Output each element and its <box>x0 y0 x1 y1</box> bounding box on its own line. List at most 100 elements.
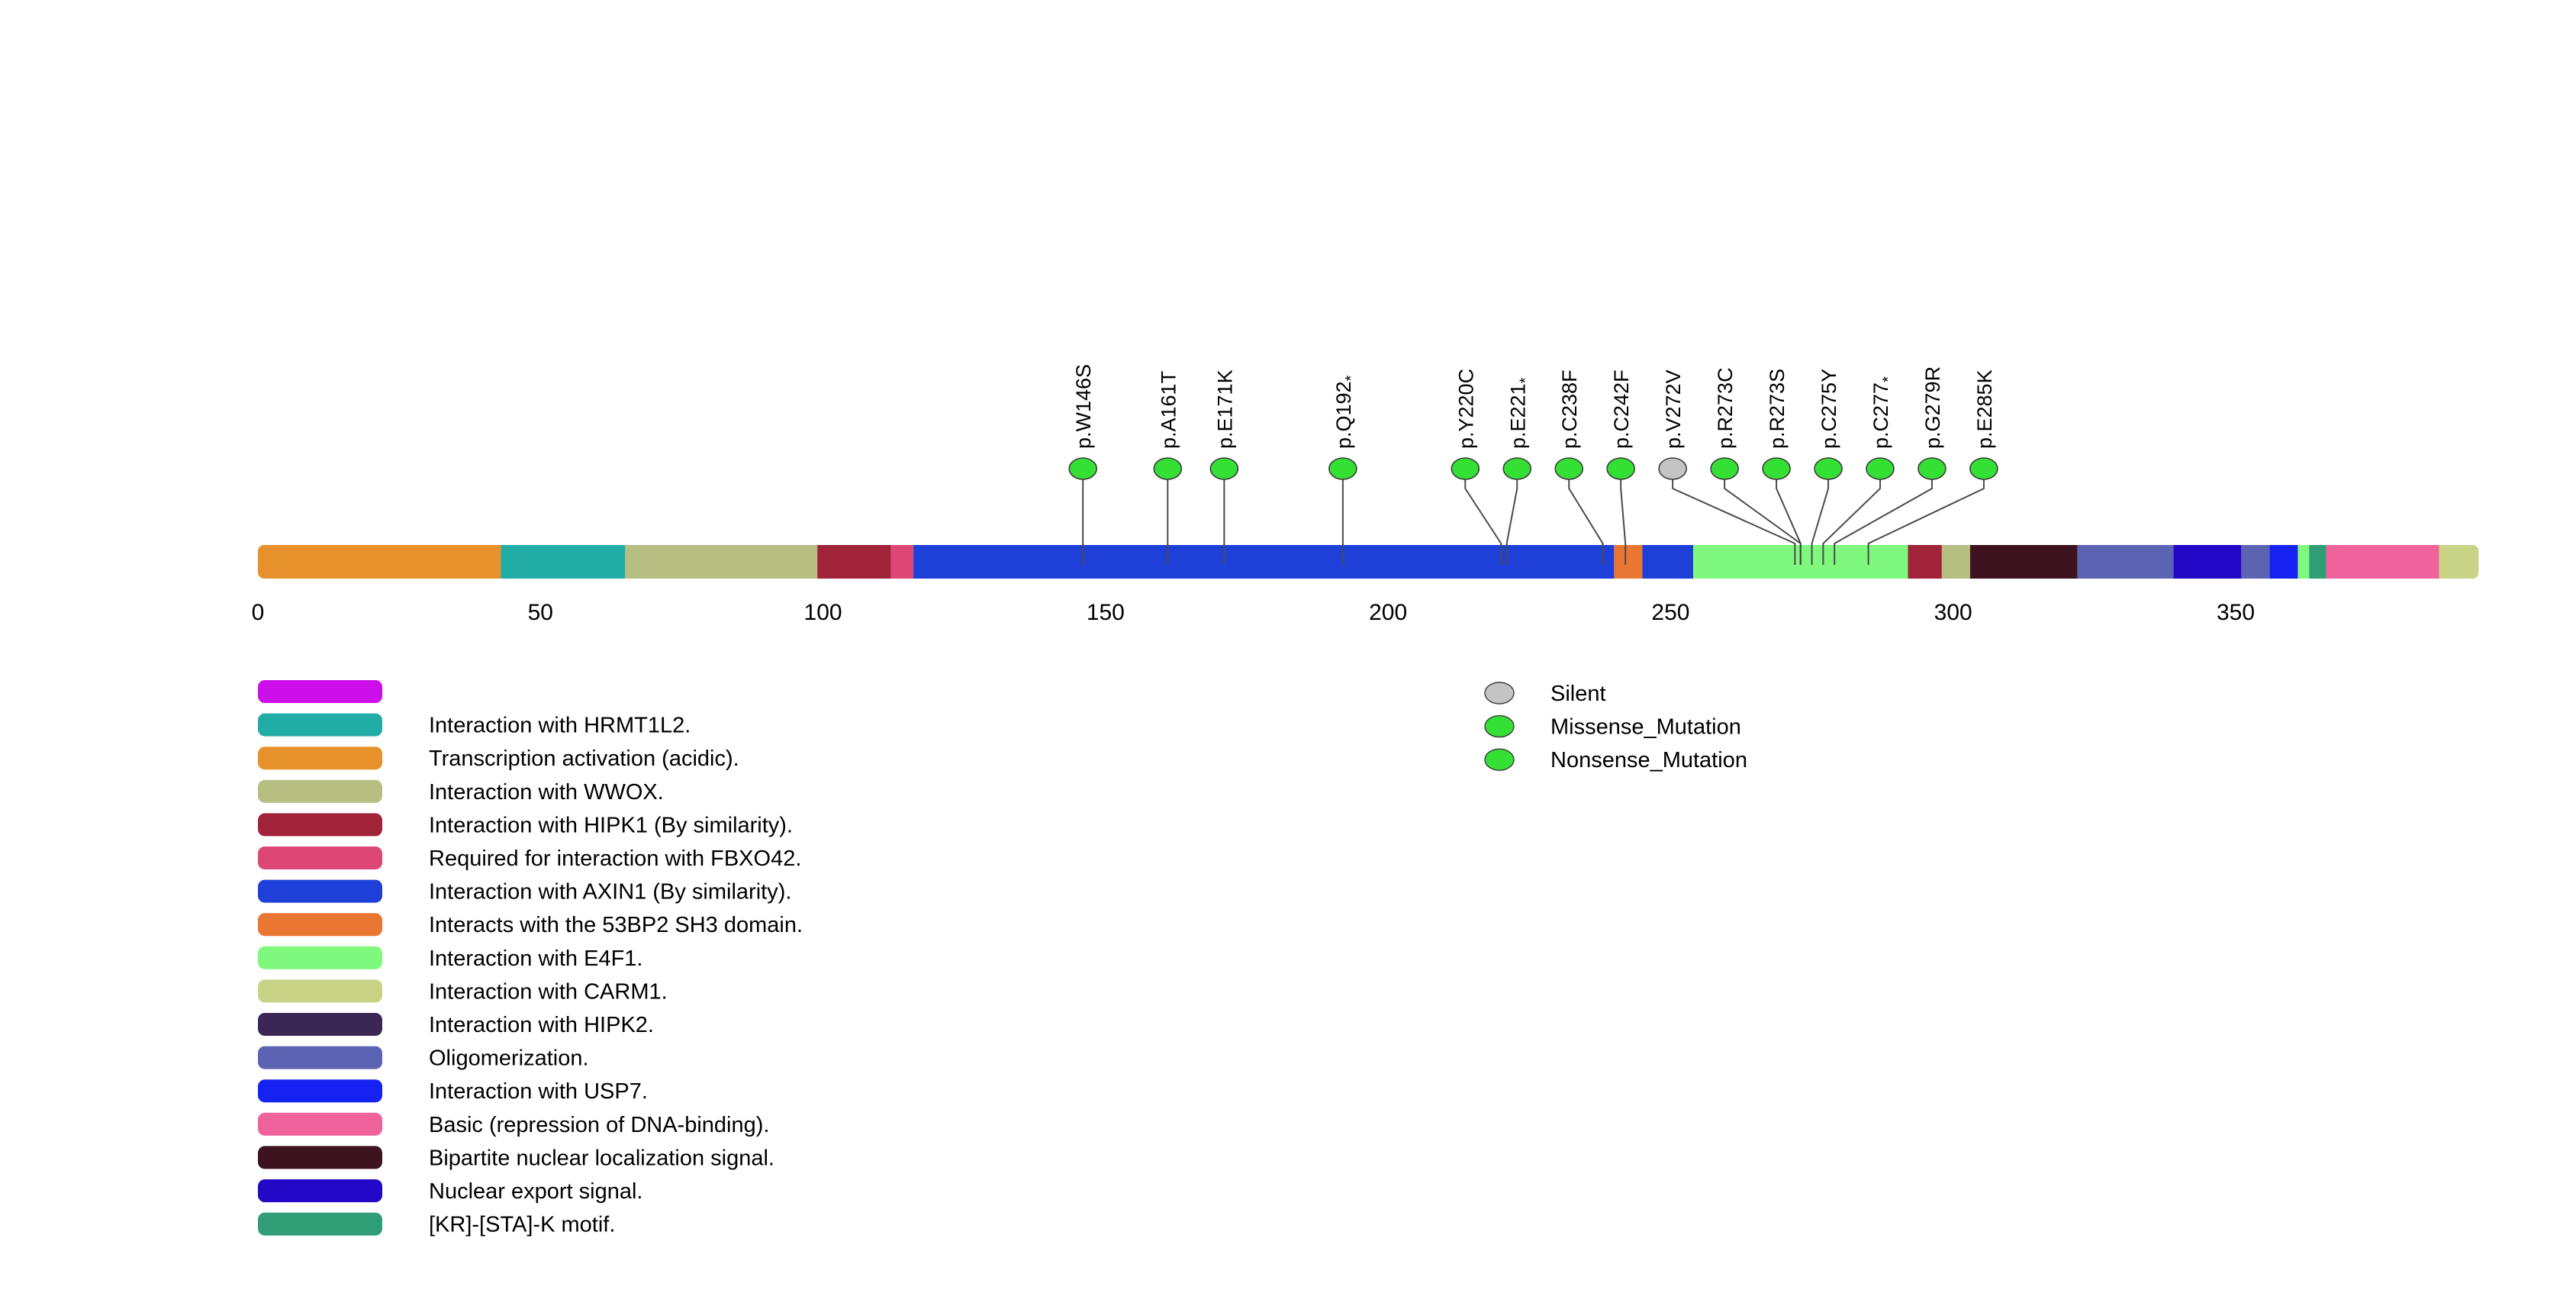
axis-tick-label: 100 <box>804 600 842 625</box>
domain-segment <box>913 545 1615 579</box>
mutation-lollipop <box>1969 457 1998 480</box>
mutation-lollipop <box>1606 457 1635 480</box>
mutation-label: p.R273S <box>1766 369 1789 449</box>
domain-legend-label: Interaction with USP7. <box>429 1079 648 1104</box>
protein-domain-bar <box>258 545 2479 579</box>
mutation-lollipop <box>1762 457 1791 480</box>
axis-tick-label: 150 <box>1087 600 1125 625</box>
axis-tick-label: 300 <box>1934 600 1972 625</box>
mutation-label: p.C242F <box>1610 369 1633 449</box>
mutation-lollipop <box>1710 457 1739 480</box>
domain-segment <box>2309 545 2326 579</box>
domain-legend-label: Nuclear export signal. <box>429 1179 642 1204</box>
mutation-lollipop <box>1554 457 1584 480</box>
mutation-type-legend-label: Missense_Mutation <box>1550 715 1741 740</box>
domain-legend-label: Interaction with HRMT1L2. <box>429 714 691 738</box>
domain-legend-swatch <box>258 847 382 869</box>
mutation-type-legend-label: Nonsense_Mutation <box>1550 748 1747 772</box>
domain-legend-label: Required for interaction with FBXO42. <box>429 847 801 871</box>
domain-legend: Interaction with HRMT1L2. Transcription a… <box>258 680 803 1237</box>
mutation-lollipop <box>1502 457 1532 480</box>
domain-segment <box>2077 545 2174 579</box>
domain-legend-swatch <box>258 979 382 1003</box>
mutation-label: p.E285K <box>1973 369 1996 449</box>
domain-legend-swatch <box>258 1112 382 1136</box>
mutation-label: p.C238F <box>1558 369 1581 449</box>
lollipop-stem <box>1505 479 1518 565</box>
domain-segment <box>2439 545 2479 579</box>
mutation-lollipop <box>1068 457 1098 480</box>
domain-legend-swatch <box>258 1046 382 1069</box>
mutation-lollipop <box>1866 457 1895 480</box>
axis-tick-label: 0 <box>252 600 265 625</box>
domain-legend-swatch <box>258 1146 382 1169</box>
domain-legend-swatch <box>258 813 382 837</box>
mutation-type-legend-swatch <box>1484 714 1515 738</box>
mutation-label: p.R273C <box>1714 367 1737 449</box>
domain-segment <box>1614 545 1643 579</box>
lollipop-stems <box>1082 479 1985 565</box>
domain-legend-swatch <box>258 946 382 969</box>
domain-legend-label: Interaction with AXIN1 (By similarity). <box>429 880 791 905</box>
domain-legend-label: Transcription activation (acidic). <box>429 747 739 771</box>
lollipop-stem <box>1822 479 1882 565</box>
domain-legend-label: Bipartite nuclear localization signal. <box>429 1146 774 1170</box>
axis-tick-label: 50 <box>528 600 553 625</box>
mutation-label: p.Y220C <box>1454 369 1477 449</box>
mutation-label: p.C277* <box>1869 376 1897 449</box>
mutation-type-legend-swatch <box>1484 748 1515 771</box>
mutation-lollipop <box>1658 457 1687 480</box>
mutation-label: p.Q192* <box>1332 375 1360 449</box>
lollipop-stem <box>1867 479 1985 565</box>
domain-legend-swatch <box>258 713 382 737</box>
mutation-label: p.V272V <box>1662 369 1685 449</box>
mutation-lollipop <box>1918 457 1946 480</box>
domain-segment <box>890 545 914 579</box>
domain-segment <box>2173 545 2242 579</box>
domain-legend-label: Interaction with CARM1. <box>429 979 668 1004</box>
domain-legend-swatch <box>258 879 382 903</box>
mutation-lollipop <box>1814 457 1843 480</box>
domain-segment <box>817 545 891 579</box>
mutation-lollipop <box>1451 457 1480 480</box>
lollipop-stem <box>1620 479 1627 565</box>
mutation-type-legend-swatch <box>1484 682 1515 705</box>
domain-segment <box>2297 545 2310 579</box>
mutation-label: p.C275Y <box>1818 369 1840 449</box>
domain-segment <box>2269 545 2298 579</box>
domain-segment <box>1642 545 1694 579</box>
mutation-lollipop <box>1328 457 1357 480</box>
domain-legend-swatch <box>258 1179 382 1202</box>
domain-legend-swatch <box>258 680 382 703</box>
domain-legend-label: Interaction with WWOX. <box>429 780 664 805</box>
axis-tick-label: 200 <box>1369 600 1407 625</box>
mutation-label: p.E171K <box>1213 369 1236 449</box>
mutation-lollipop <box>1209 457 1239 480</box>
domain-legend-label: Oligomerization. <box>429 1047 589 1071</box>
mutation-label: p.E221* <box>1506 377 1534 449</box>
mutation-label: p.G279R <box>1921 366 1944 449</box>
domain-legend-label: Interaction with E4F1. <box>429 947 642 971</box>
lollipop-stem <box>1834 479 1933 565</box>
domain-legend-swatch <box>258 913 382 937</box>
domain-segment <box>1969 545 2078 579</box>
domain-legend-label: Interaction with HIPK2. <box>429 1013 654 1037</box>
axis-tick-label: 350 <box>2217 600 2255 625</box>
domain-legend-label: Interaction with HIPK1 (By similarity). <box>429 813 793 837</box>
lollipop-stem <box>1464 479 1502 565</box>
mutation-label: p.W146S <box>1072 364 1095 449</box>
lollipop-stem <box>1568 479 1604 565</box>
mutation-lollipop <box>1153 457 1183 480</box>
domain-segment <box>2326 545 2439 579</box>
mutation-label: p.A161T <box>1157 371 1180 449</box>
domain-legend-swatch <box>258 747 382 770</box>
domain-legend-swatch <box>258 1013 382 1036</box>
domain-legend-label: [KR]-[STA]-K motif. <box>429 1213 615 1237</box>
axis-tick-label: 250 <box>1651 600 1689 625</box>
lollipop-stem <box>1776 479 1802 565</box>
domain-legend-swatch <box>258 1212 382 1236</box>
mutation-type-legend-label: Silent <box>1550 682 1606 706</box>
